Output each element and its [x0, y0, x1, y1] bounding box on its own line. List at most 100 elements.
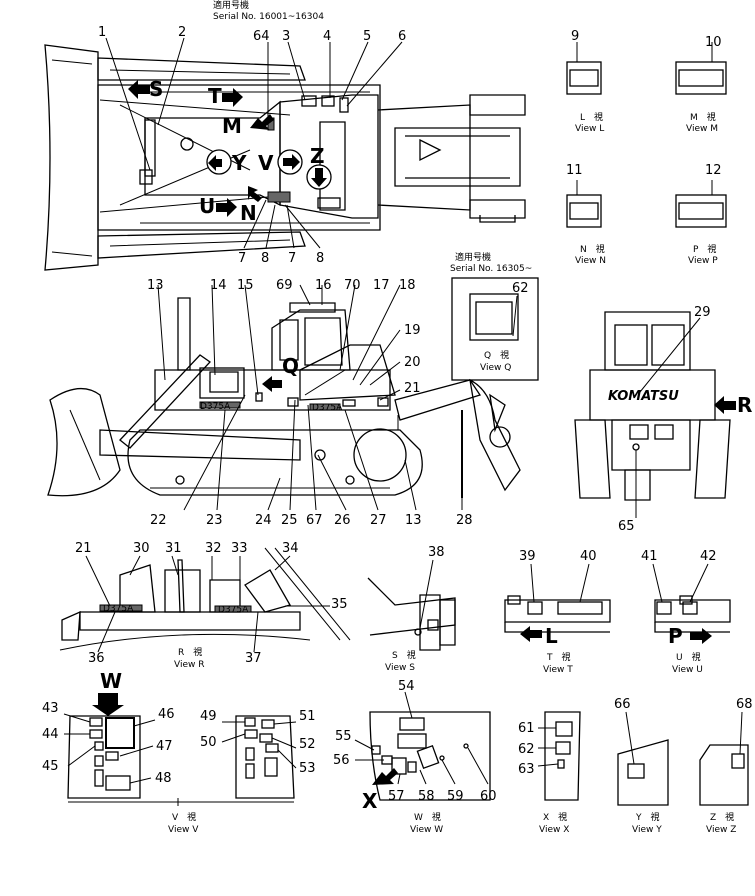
view-S-en: View S: [385, 663, 415, 673]
callout-53: 53: [299, 761, 316, 776]
view-P-en: View P: [688, 256, 718, 266]
arrow-letter-N: N: [240, 201, 257, 225]
callout-15: 15: [237, 278, 254, 293]
callout-64: 64: [253, 29, 270, 44]
callout-68: 68: [736, 697, 753, 712]
view-Q-en: View Q: [480, 363, 511, 373]
arrow-letter-P: P: [668, 624, 683, 648]
view-U: P 41 42 U 視 View U: [641, 549, 731, 675]
view-R-en: View R: [174, 660, 204, 670]
callout-7-right: 7: [288, 251, 296, 266]
view-Q-box: 適用号機 Serial No. 16305~ 62 Q 視 View Q: [450, 251, 539, 381]
view-Z: 68 Z 視 View Z: [699, 697, 753, 835]
view-U-jp: U 視: [676, 651, 701, 663]
callout-4: 4: [323, 29, 331, 44]
brand-logo: KOMATSU: [608, 389, 679, 404]
callout-62-q: 62: [512, 281, 529, 296]
callout-22: 22: [150, 513, 167, 528]
callout-34: 34: [282, 541, 299, 556]
callout-11: 11: [566, 163, 583, 178]
serial-header-range: Serial No. 16001~16304: [213, 12, 324, 22]
side-plate-2: D375A: [312, 403, 343, 413]
view-X-en: View X: [539, 825, 569, 835]
callout-12: 12: [705, 163, 722, 178]
callout-54: 54: [398, 679, 415, 694]
callout-28: 28: [456, 513, 473, 528]
view-L-en: View L: [575, 124, 604, 134]
callout-39: 39: [519, 549, 536, 564]
callout-30: 30: [133, 541, 150, 556]
callout-67: 67: [306, 513, 323, 528]
view-T-en: View T: [543, 665, 573, 675]
view-Y: 66 Y 視 View Y: [614, 697, 669, 835]
side-view-callouts: 13 14 15 69 16 70 17 18 19 20 21 22 23 2…: [147, 278, 473, 528]
view-R: D375A D375A 21 30 31 32 33 34 35 36 37 R…: [59, 541, 351, 670]
arrow-letter-U: U: [199, 194, 215, 218]
serial-q-range: Serial No. 16305~: [450, 264, 532, 274]
view-M-en: View M: [686, 124, 718, 134]
arrow-letter-S: S: [149, 77, 163, 101]
view-N-en: View N: [575, 256, 606, 266]
callout-58: 58: [418, 789, 435, 804]
view-X: 61 62 63 X 視 View X: [518, 711, 581, 835]
callout-20: 20: [404, 355, 421, 370]
callout-21: 21: [404, 381, 421, 396]
arrow-letter-R: R: [737, 393, 752, 417]
arrow-letter-T: T: [208, 84, 222, 108]
arrow-letter-M: M: [222, 114, 242, 138]
view-W-en: View W: [410, 825, 443, 835]
callout-41: 41: [641, 549, 658, 564]
callout-29: 29: [694, 305, 711, 320]
callout-18: 18: [399, 278, 416, 293]
callout-56: 56: [333, 753, 350, 768]
callout-13-top: 13: [147, 278, 164, 293]
arrow-letter-Z: Z: [310, 144, 325, 168]
view-S: 38 S 視 View S: [367, 545, 456, 673]
callout-10: 10: [705, 35, 722, 50]
callout-25: 25: [281, 513, 298, 528]
top-view-callouts: 1 2 64 3 4 5 6 7 8 7 8: [98, 25, 406, 266]
callout-1: 1: [98, 25, 106, 40]
callout-9: 9: [571, 29, 579, 44]
view-R-plate-2: D375A: [218, 605, 249, 615]
rear-view-drawing: KOMATSU R 29 65: [574, 305, 752, 534]
view-W: X 54 55 56 57 58 59 60 W 視 View W: [333, 679, 497, 835]
view-W-jp: W 視: [414, 811, 441, 823]
callout-5: 5: [363, 29, 371, 44]
callout-70: 70: [344, 278, 361, 293]
view-P-jp: P 視: [693, 243, 716, 255]
callout-21-view-R: 21: [75, 541, 92, 556]
view-L-M-N-P: 9 10 11 12 L 視 View L M 視 View M N 視 Vie…: [566, 29, 727, 266]
arrow-letter-W: W: [100, 669, 122, 693]
callout-44: 44: [42, 727, 59, 742]
callout-7-left: 7: [238, 251, 246, 266]
side-view-drawing: D375A D375A Q: [47, 284, 521, 511]
callout-13-bottom: 13: [405, 513, 422, 528]
view-V-en: View V: [168, 825, 199, 835]
callout-31: 31: [165, 541, 182, 556]
view-T: L 39 40 T 視 View T: [504, 549, 611, 675]
arrow-letter-Y: Y: [231, 151, 247, 175]
callout-50: 50: [200, 735, 217, 750]
callout-8-left: 8: [261, 251, 269, 266]
callout-2: 2: [178, 25, 186, 40]
view-R-jp: R 視: [178, 646, 202, 658]
callout-59: 59: [447, 789, 464, 804]
callout-27: 27: [370, 513, 387, 528]
callout-17: 17: [373, 278, 390, 293]
callout-38: 38: [428, 545, 445, 560]
view-M-jp: M 視: [690, 111, 716, 123]
callout-37: 37: [245, 651, 262, 666]
callout-6: 6: [398, 29, 406, 44]
arrow-letter-Q: Q: [282, 354, 299, 378]
callout-62-x: 62: [518, 742, 535, 757]
callout-24: 24: [255, 513, 272, 528]
view-Y-jp: Y 視: [635, 811, 660, 823]
view-Q-jp: Q 視: [484, 349, 509, 361]
callout-60: 60: [480, 789, 497, 804]
callout-19: 19: [404, 323, 421, 338]
callout-57: 57: [388, 789, 405, 804]
arrow-letter-L: L: [545, 624, 558, 648]
callout-66: 66: [614, 697, 631, 712]
